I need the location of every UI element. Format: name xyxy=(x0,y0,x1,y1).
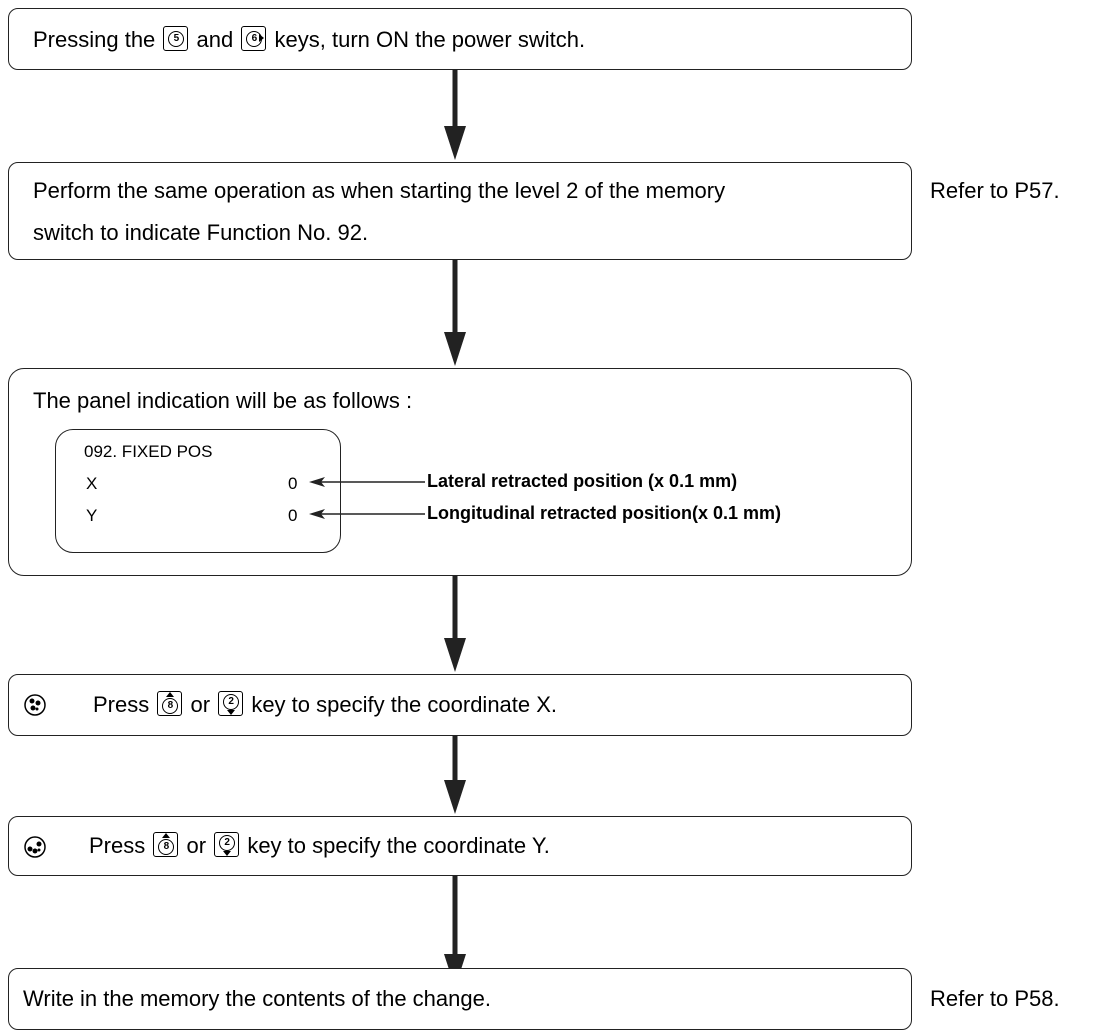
step-5-box: Press 8 or 2 key to specify the coordina… xyxy=(8,816,912,876)
step-4-post: key to specify the coordinate X. xyxy=(251,692,558,717)
key-8-up-icon: 8 xyxy=(157,691,183,716)
step-6-box: Write in the memory the contents of the … xyxy=(8,968,912,1030)
step-6-text: Write in the memory the contents of the … xyxy=(23,986,491,1011)
step-1-pre: Pressing the xyxy=(33,27,156,52)
step-4-text: Press 8 or 2 key to specify the coordina… xyxy=(93,687,557,722)
step-1-mid: and xyxy=(196,27,234,52)
step-x-icon xyxy=(24,694,46,716)
step-y-icon xyxy=(24,836,46,858)
annotation-arrow-x xyxy=(309,477,425,487)
step-1-text: Pressing the 5 and 6 keys, turn ON the p… xyxy=(33,22,585,57)
flow-arrow-4 xyxy=(444,736,466,814)
step-3-text: The panel indication will be as follows … xyxy=(33,388,413,413)
step-4-pre: Press xyxy=(93,692,150,717)
annotation-y: Longitudinal retracted position(x 0.1 mm… xyxy=(427,503,782,523)
step-2-line-1: Perform the same operation as when start… xyxy=(33,178,726,203)
flow-arrow-1 xyxy=(444,70,466,160)
step-1-box: Pressing the 5 and 6 keys, turn ON the p… xyxy=(8,8,912,70)
panel-display: 092. FIXED POS X 0 Y 0 xyxy=(55,429,341,553)
panel-title: 092. FIXED POS xyxy=(84,442,213,461)
key-8-up-icon: 8 xyxy=(153,832,179,857)
panel-row-x-label: X xyxy=(86,474,98,493)
panel-row-y-label: Y xyxy=(86,506,98,525)
panel-row-x-value: 0 xyxy=(288,474,298,493)
key-6-right-icon: 6 xyxy=(241,26,267,51)
step-2-line-2: switch to indicate Function No. 92. xyxy=(33,220,369,245)
step-4-mid: or xyxy=(190,692,211,717)
key-5-icon: 5 xyxy=(163,26,189,51)
annotation-arrow-y xyxy=(309,509,425,519)
panel-row-y-value: 0 xyxy=(288,506,298,525)
annotation-x: Lateral retracted position (x 0.1 mm) xyxy=(427,471,738,491)
step-5-text: Press 8 or 2 key to specify the coordina… xyxy=(89,828,550,863)
step-2-reference: Refer to P57. xyxy=(930,178,1060,203)
step-5-post: key to specify the coordinate Y. xyxy=(247,833,550,858)
key-2-down-icon: 2 xyxy=(214,832,240,857)
step-5-pre: Press xyxy=(89,833,146,858)
step-2-box: Perform the same operation as when start… xyxy=(8,162,912,260)
step-1-post: keys, turn ON the power switch. xyxy=(274,27,586,52)
step-3-box: The panel indication will be as follows … xyxy=(8,368,912,576)
flow-arrow-2 xyxy=(444,260,466,366)
step-5-mid: or xyxy=(186,833,207,858)
key-2-down-icon: 2 xyxy=(218,691,244,716)
flow-arrow-3 xyxy=(444,576,466,672)
step-4-box: Press 8 or 2 key to specify the coordina… xyxy=(8,674,912,736)
step-6-reference: Refer to P58. xyxy=(930,986,1060,1011)
